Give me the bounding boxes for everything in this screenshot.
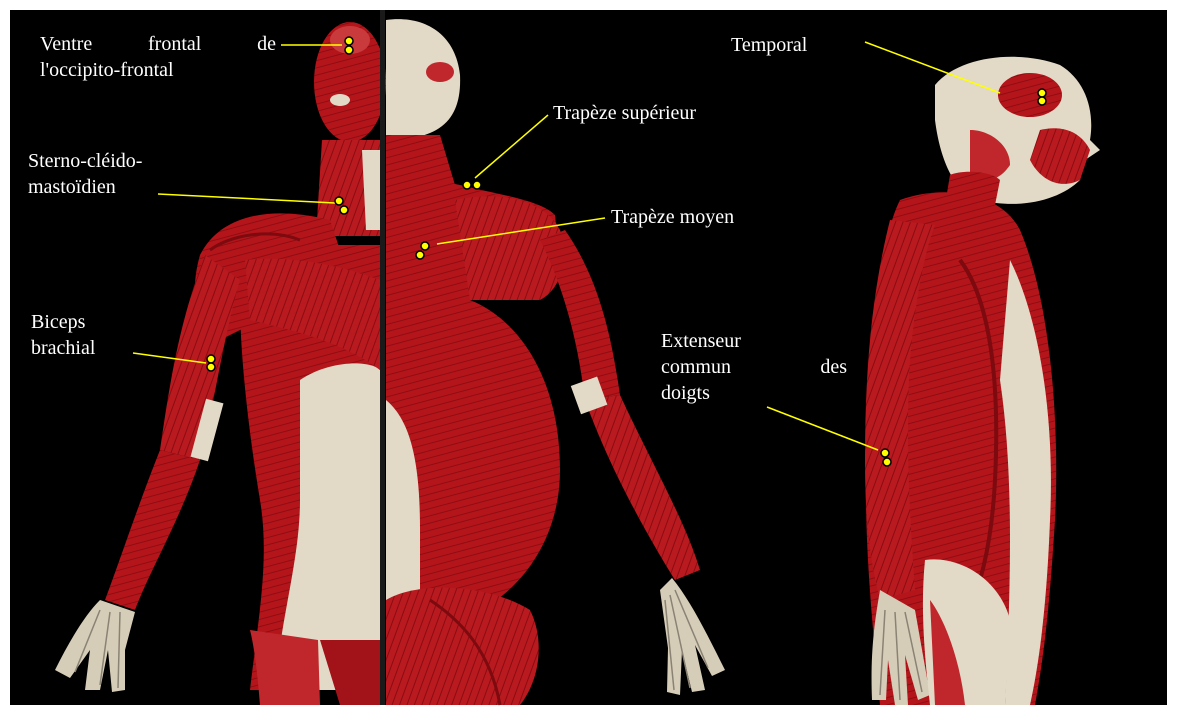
electrode-dot xyxy=(463,181,471,189)
electrode-dot xyxy=(207,363,215,371)
label-trapeze-moyen-line1: Trapèze moyen xyxy=(611,204,734,230)
electrode-dot xyxy=(473,181,481,189)
label-biceps-line1: Biceps xyxy=(31,309,95,335)
electrode-pair-extenseur xyxy=(881,449,891,466)
label-frontal-word3: de xyxy=(257,31,276,57)
leader-line-scm xyxy=(158,194,335,203)
label-trapeze-superieur-line1: Trapèze supérieur xyxy=(553,100,696,126)
label-biceps-line2: brachial xyxy=(31,335,95,361)
leader-line-trapeze-moyen xyxy=(437,218,605,244)
label-scm-line1: Sterno-cléido- xyxy=(28,148,142,174)
electrode-dot xyxy=(416,251,424,259)
label-frontal-word2: frontal xyxy=(148,31,201,57)
label-trapeze-superieur: Trapèze supérieur xyxy=(553,100,696,126)
label-biceps: Biceps brachial xyxy=(31,309,95,361)
label-extenseur-line1: Extenseur xyxy=(661,328,847,354)
electrode-dot xyxy=(421,242,429,250)
electrode-dot xyxy=(207,355,215,363)
label-extenseur-line2: commun des xyxy=(661,354,847,380)
electrode-pair-temporal xyxy=(1038,89,1046,105)
electrode-dot xyxy=(881,449,889,457)
leader-line-trapeze-superieur xyxy=(475,115,548,178)
electrode-pair-trapeze-moyen xyxy=(416,242,429,259)
label-frontal-line1: Ventre frontal de xyxy=(40,31,276,57)
leader-line-biceps xyxy=(133,353,206,363)
label-extenseur-word1: commun xyxy=(661,354,731,380)
label-frontal-word1: Ventre xyxy=(40,31,92,57)
electrode-dot xyxy=(1038,97,1046,105)
label-scm-line2: mastoïdien xyxy=(28,174,142,200)
label-frontal-line2: l'occipito-frontal xyxy=(40,57,276,83)
label-temporal: Temporal xyxy=(731,32,807,58)
electrode-pair-scm xyxy=(335,197,348,214)
electrode-pair-biceps xyxy=(207,355,215,371)
electrode-dot xyxy=(340,206,348,214)
label-trapeze-moyen: Trapèze moyen xyxy=(611,204,734,230)
label-extenseur-word2: des xyxy=(820,354,847,380)
electrode-dot xyxy=(345,46,353,54)
label-extenseur-line3: doigts xyxy=(661,380,847,406)
electrode-dot xyxy=(883,458,891,466)
electrode-pair-trapeze-superieur xyxy=(463,181,481,189)
electrode-dot xyxy=(1038,89,1046,97)
label-frontal: Ventre frontal de l'occipito-frontal xyxy=(40,31,276,83)
label-extenseur: Extenseur commun des doigts xyxy=(661,328,847,406)
label-scm: Sterno-cléido- mastoïdien xyxy=(28,148,142,200)
electrode-dot xyxy=(345,37,353,45)
leader-line-temporal xyxy=(865,42,1000,93)
electrode-dot xyxy=(335,197,343,205)
label-temporal-line1: Temporal xyxy=(731,32,807,58)
leader-line-extenseur xyxy=(767,407,878,450)
electrode-pair-frontal xyxy=(345,37,353,54)
